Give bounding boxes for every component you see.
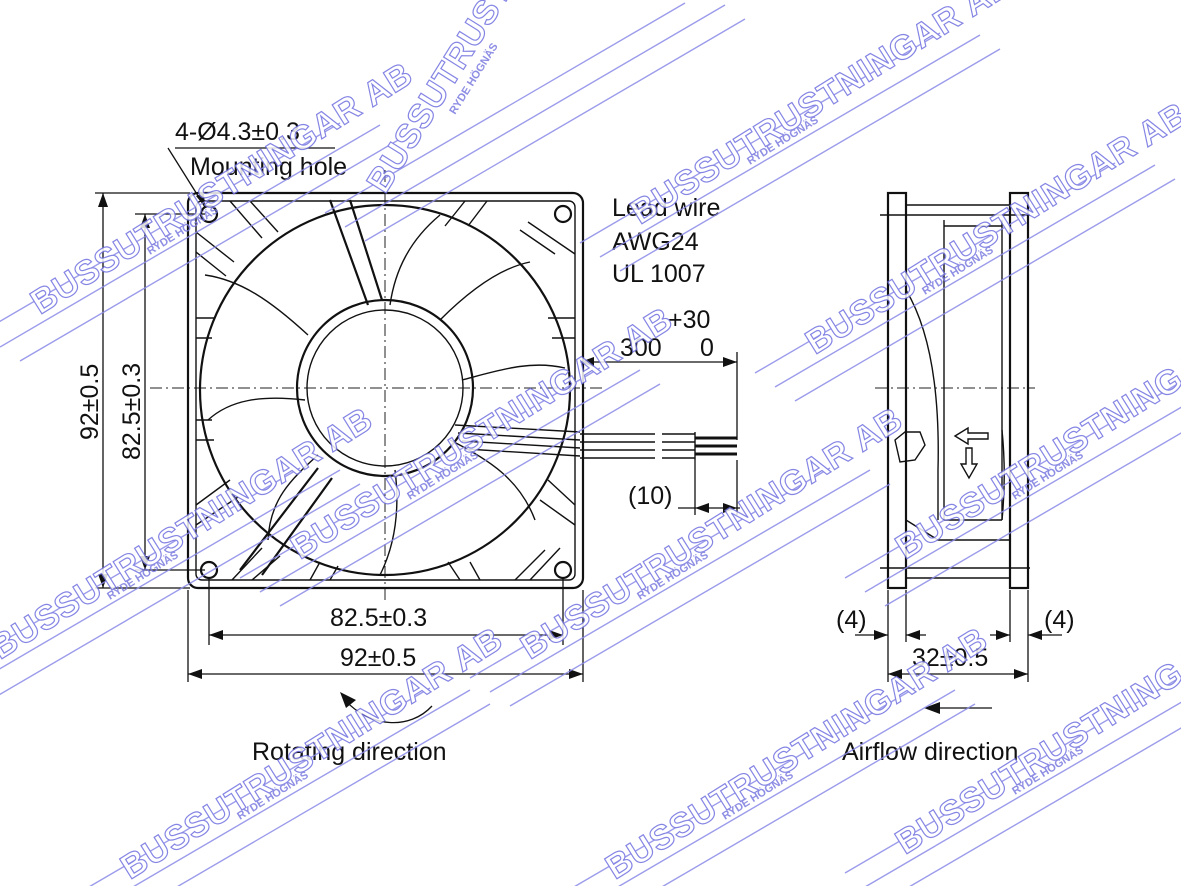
watermark-company: BUSSUTRUSTNINGAR AB — [799, 95, 1181, 362]
width-dimensions: 82.5±0.3 92±0.5 — [187, 578, 584, 682]
wire-tolerance-plus: +30 — [668, 306, 710, 334]
impeller-blades — [204, 214, 566, 576]
fan-hub — [295, 298, 475, 478]
watermark: BUSSUTRUSTNINGAR AB RYDE HÖGNÄS — [579, 0, 1020, 272]
depth-value: 32±0.5 — [912, 644, 988, 672]
lead-wires — [580, 432, 737, 460]
airflow-arrow-icon — [924, 702, 940, 714]
mounting-hole-top-right — [553, 204, 573, 224]
flange-left-value: (4) — [836, 606, 867, 634]
fan-frame-inner — [195, 200, 576, 581]
height-inner-value: 82.5±0.3 — [118, 363, 146, 460]
wire-tolerance-minus: 0 — [700, 334, 714, 362]
airflow-label: Airflow direction — [842, 738, 1018, 766]
lead-wire-standard: UL 1007 — [612, 260, 706, 288]
watermark: BUSSUTRUSTNINGAR AB RYDE HÖGNÄS — [844, 299, 1181, 607]
wire-length-value: 300 — [620, 334, 662, 362]
rotation-mark-icon — [959, 447, 979, 480]
rotation-indicator: Rotating direction — [252, 692, 447, 766]
height-dimensions: 92±0.5 82.5±0.3 — [76, 192, 205, 589]
mounting-hole-bottom-right — [553, 560, 573, 580]
wire-length-dimension: +30 300 0 — [580, 306, 738, 440]
strip-length-value: (10) — [628, 482, 672, 510]
hole-spec: 4-Ø4.3±0.3 — [175, 118, 300, 146]
airflow-mark-icon — [953, 426, 989, 446]
watermark-company: BUSSUTRUSTNINGAR AB — [624, 0, 1020, 232]
strip-length-dimension: (10) — [628, 460, 740, 515]
wire-channel — [454, 424, 581, 457]
fan-hub-inner — [306, 309, 464, 467]
body-direction-marks — [953, 426, 989, 480]
width-inner-value: 82.5±0.3 — [330, 604, 427, 632]
hole-label: Mounting hole — [190, 153, 347, 181]
front-view: +30 300 0 (10) Lead wire AWG24 UL 1007 4… — [76, 118, 740, 766]
flange-right-value: (4) — [1044, 606, 1075, 634]
watermark-company: BUSSUTRUSTNINGAR AB — [114, 620, 510, 886]
lead-wire-spec: Lead wire AWG24 UL 1007 — [612, 194, 720, 288]
mounting-hole-callout: 4-Ø4.3±0.3 Mounting hole — [167, 118, 347, 208]
side-body — [905, 204, 1010, 579]
width-outer-value: 92±0.5 — [340, 644, 416, 672]
frame-spokes — [239, 199, 384, 576]
side-dimensions: (4) (4) 32±0.5 — [836, 590, 1075, 682]
height-outer-value: 92±0.5 — [76, 364, 104, 440]
watermark: BUSSUTRUSTNINGAR AB RYDE HÖGNÄS — [754, 94, 1181, 402]
fan-frame — [186, 191, 585, 590]
rotation-arrow-icon — [340, 692, 356, 708]
fan-venturi — [198, 203, 572, 577]
airflow-indicator: Airflow direction — [842, 702, 1018, 766]
side-view: (4) (4) 32±0.5 Airflow direction — [836, 191, 1075, 766]
side-wire-exit — [894, 431, 926, 463]
side-flange-right — [1008, 191, 1030, 590]
lead-wire-label: Lead wire — [612, 194, 720, 222]
side-flange-left — [886, 191, 908, 590]
